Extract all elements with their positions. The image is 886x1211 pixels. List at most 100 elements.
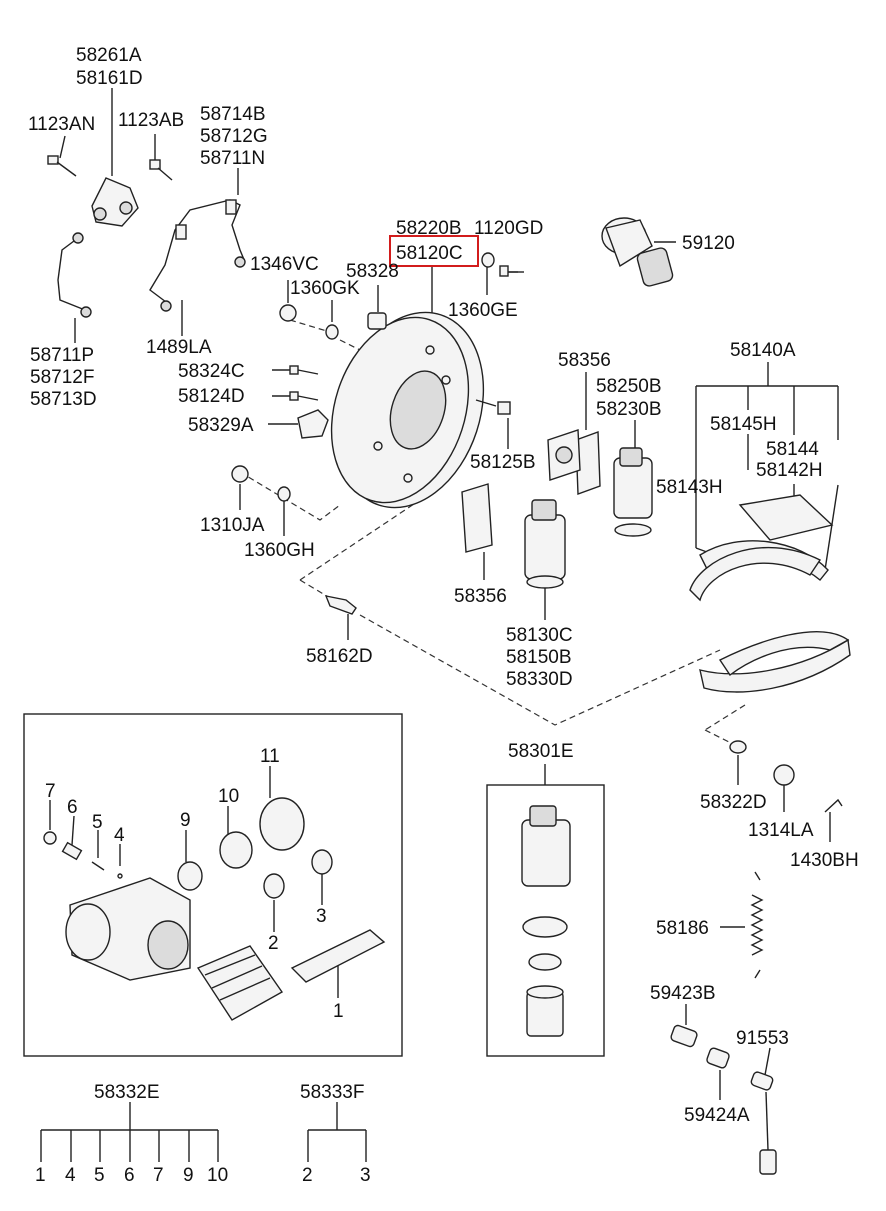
label-58145H[interactable]: 58145H — [710, 414, 777, 435]
label-1123AN[interactable]: 1123AN — [28, 114, 95, 135]
gasket-58356 — [547, 429, 581, 481]
label-58329A[interactable]: 58329A — [188, 415, 254, 436]
nut-1346VC — [279, 304, 297, 322]
backing-plate — [330, 311, 485, 509]
bushing-59424A — [706, 1047, 730, 1069]
bolt-58124D — [289, 391, 319, 401]
label-1430BH[interactable]: 1430BH — [790, 850, 859, 871]
label-58143H[interactable]: 58143H — [656, 477, 723, 498]
label-inset-4[interactable]: 4 — [114, 825, 125, 846]
label-58328[interactable]: 58328 — [346, 261, 399, 282]
label-58140A[interactable]: 58140A — [730, 340, 796, 361]
label-58714B[interactable]: 58714B — [200, 104, 266, 125]
spring-58186 — [750, 871, 764, 979]
highlight-box — [389, 235, 479, 267]
inset-small-parts — [43, 797, 333, 899]
bushing-59423B — [670, 1024, 698, 1048]
wheel-cylinder-58130C — [524, 499, 566, 589]
shim-58356-bottom — [461, 483, 493, 553]
label-kit-2[interactable]: 2 — [302, 1165, 313, 1186]
label-58332E[interactable]: 58332E — [94, 1082, 160, 1103]
label-58130C[interactable]: 58130C — [506, 625, 573, 646]
label-1360GH[interactable]: 1360GH — [244, 540, 315, 561]
label-58142H[interactable]: 58142H — [756, 460, 823, 481]
label-1310JA[interactable]: 1310JA — [200, 515, 265, 536]
label-1120GD[interactable]: 1120GD — [474, 218, 543, 239]
clip-58328 — [367, 312, 387, 330]
label-kit-10[interactable]: 10 — [207, 1165, 228, 1186]
label-58322D[interactable]: 58322D — [700, 792, 767, 813]
label-58124D[interactable]: 58124D — [178, 386, 245, 407]
label-58261A[interactable]: 58261A — [76, 45, 142, 66]
label-58711P[interactable]: 58711P — [30, 345, 94, 366]
label-inset-1[interactable]: 1 — [333, 1001, 344, 1022]
label-kit-4[interactable]: 4 — [65, 1165, 76, 1186]
label-inset-5[interactable]: 5 — [92, 812, 103, 833]
label-1314LA[interactable]: 1314LA — [748, 820, 814, 841]
label-inset-6[interactable]: 6 — [67, 797, 78, 818]
label-1123AB[interactable]: 1123AB — [118, 110, 184, 131]
label-91553[interactable]: 91553 — [736, 1028, 789, 1049]
label-1360GE[interactable]: 1360GE — [448, 300, 518, 321]
label-58125B[interactable]: 58125B — [470, 452, 536, 473]
nut-1314LA — [773, 764, 795, 786]
label-58324C[interactable]: 58324C — [178, 361, 245, 382]
label-58220B[interactable]: 58220B — [396, 218, 462, 239]
repair-kit-inset — [486, 784, 605, 1057]
label-58144[interactable]: 58144 — [766, 439, 819, 460]
label-58230B[interactable]: 58230B — [596, 399, 662, 420]
repair-kit-parts — [521, 805, 571, 1037]
label-58713D[interactable]: 58713D — [30, 389, 97, 410]
label-58161D[interactable]: 58161D — [76, 68, 143, 89]
label-58330D[interactable]: 58330D — [506, 669, 573, 690]
bleeder-58162D — [324, 595, 357, 615]
brake-pipe-left — [57, 232, 92, 318]
bolt-58125B — [475, 399, 511, 415]
wheel-cylinder-58250B — [613, 447, 653, 537]
wheel-cylinder-inset — [23, 713, 403, 1057]
label-58250B[interactable]: 58250B — [596, 376, 662, 397]
assembly-dash-lines — [239, 319, 746, 746]
label-58301E[interactable]: 58301E — [508, 741, 574, 762]
label-inset-11[interactable]: 11 — [260, 746, 280, 767]
shim-58356-top — [575, 431, 601, 495]
label-58711N[interactable]: 58711N — [200, 148, 265, 169]
label-kit-3[interactable]: 3 — [360, 1165, 371, 1186]
label-58120C[interactable]: 58120C — [396, 243, 463, 264]
plug-58329A — [297, 409, 329, 439]
label-58162D[interactable]: 58162D — [306, 646, 373, 667]
label-58186[interactable]: 58186 — [656, 918, 709, 939]
label-inset-3[interactable]: 3 — [316, 906, 327, 927]
label-1360GK[interactable]: 1360GK — [290, 278, 360, 299]
label-58356-top[interactable]: 58356 — [558, 350, 611, 371]
label-1489LA[interactable]: 1489LA — [146, 337, 212, 358]
label-59120[interactable]: 59120 — [682, 233, 735, 254]
label-58712F[interactable]: 58712F — [30, 367, 94, 388]
actuator-59120 — [601, 217, 674, 287]
brake-shoe-upper — [689, 494, 834, 602]
sensor-91553 — [750, 1071, 777, 1175]
label-kit-1[interactable]: 1 — [35, 1165, 46, 1186]
label-inset-10[interactable]: 10 — [218, 786, 239, 807]
bolt-1123AN — [47, 155, 77, 177]
label-1346VC[interactable]: 1346VC — [250, 254, 319, 275]
part-labels: 58261A 58161D 1123AN 1123AB 58714B 58712… — [28, 45, 859, 1186]
label-inset-2[interactable]: 2 — [268, 933, 279, 954]
label-kit-6[interactable]: 6 — [124, 1165, 135, 1186]
washer-1360GE — [481, 252, 495, 268]
washer-1360GH — [277, 486, 291, 502]
label-58333F[interactable]: 58333F — [300, 1082, 364, 1103]
label-58356-bottom[interactable]: 58356 — [454, 586, 507, 607]
label-59424A[interactable]: 59424A — [684, 1105, 750, 1126]
label-inset-7[interactable]: 7 — [45, 781, 56, 802]
brake-shoe-lower — [699, 631, 851, 693]
label-kit-9[interactable]: 9 — [183, 1165, 194, 1186]
label-kit-5[interactable]: 5 — [94, 1165, 105, 1186]
label-58712G[interactable]: 58712G — [200, 126, 268, 147]
inset-piston-boot — [196, 945, 284, 1021]
label-59423B[interactable]: 59423B — [650, 983, 716, 1004]
label-58150B[interactable]: 58150B — [506, 647, 572, 668]
label-inset-9[interactable]: 9 — [180, 810, 191, 831]
label-kit-7[interactable]: 7 — [153, 1165, 164, 1186]
